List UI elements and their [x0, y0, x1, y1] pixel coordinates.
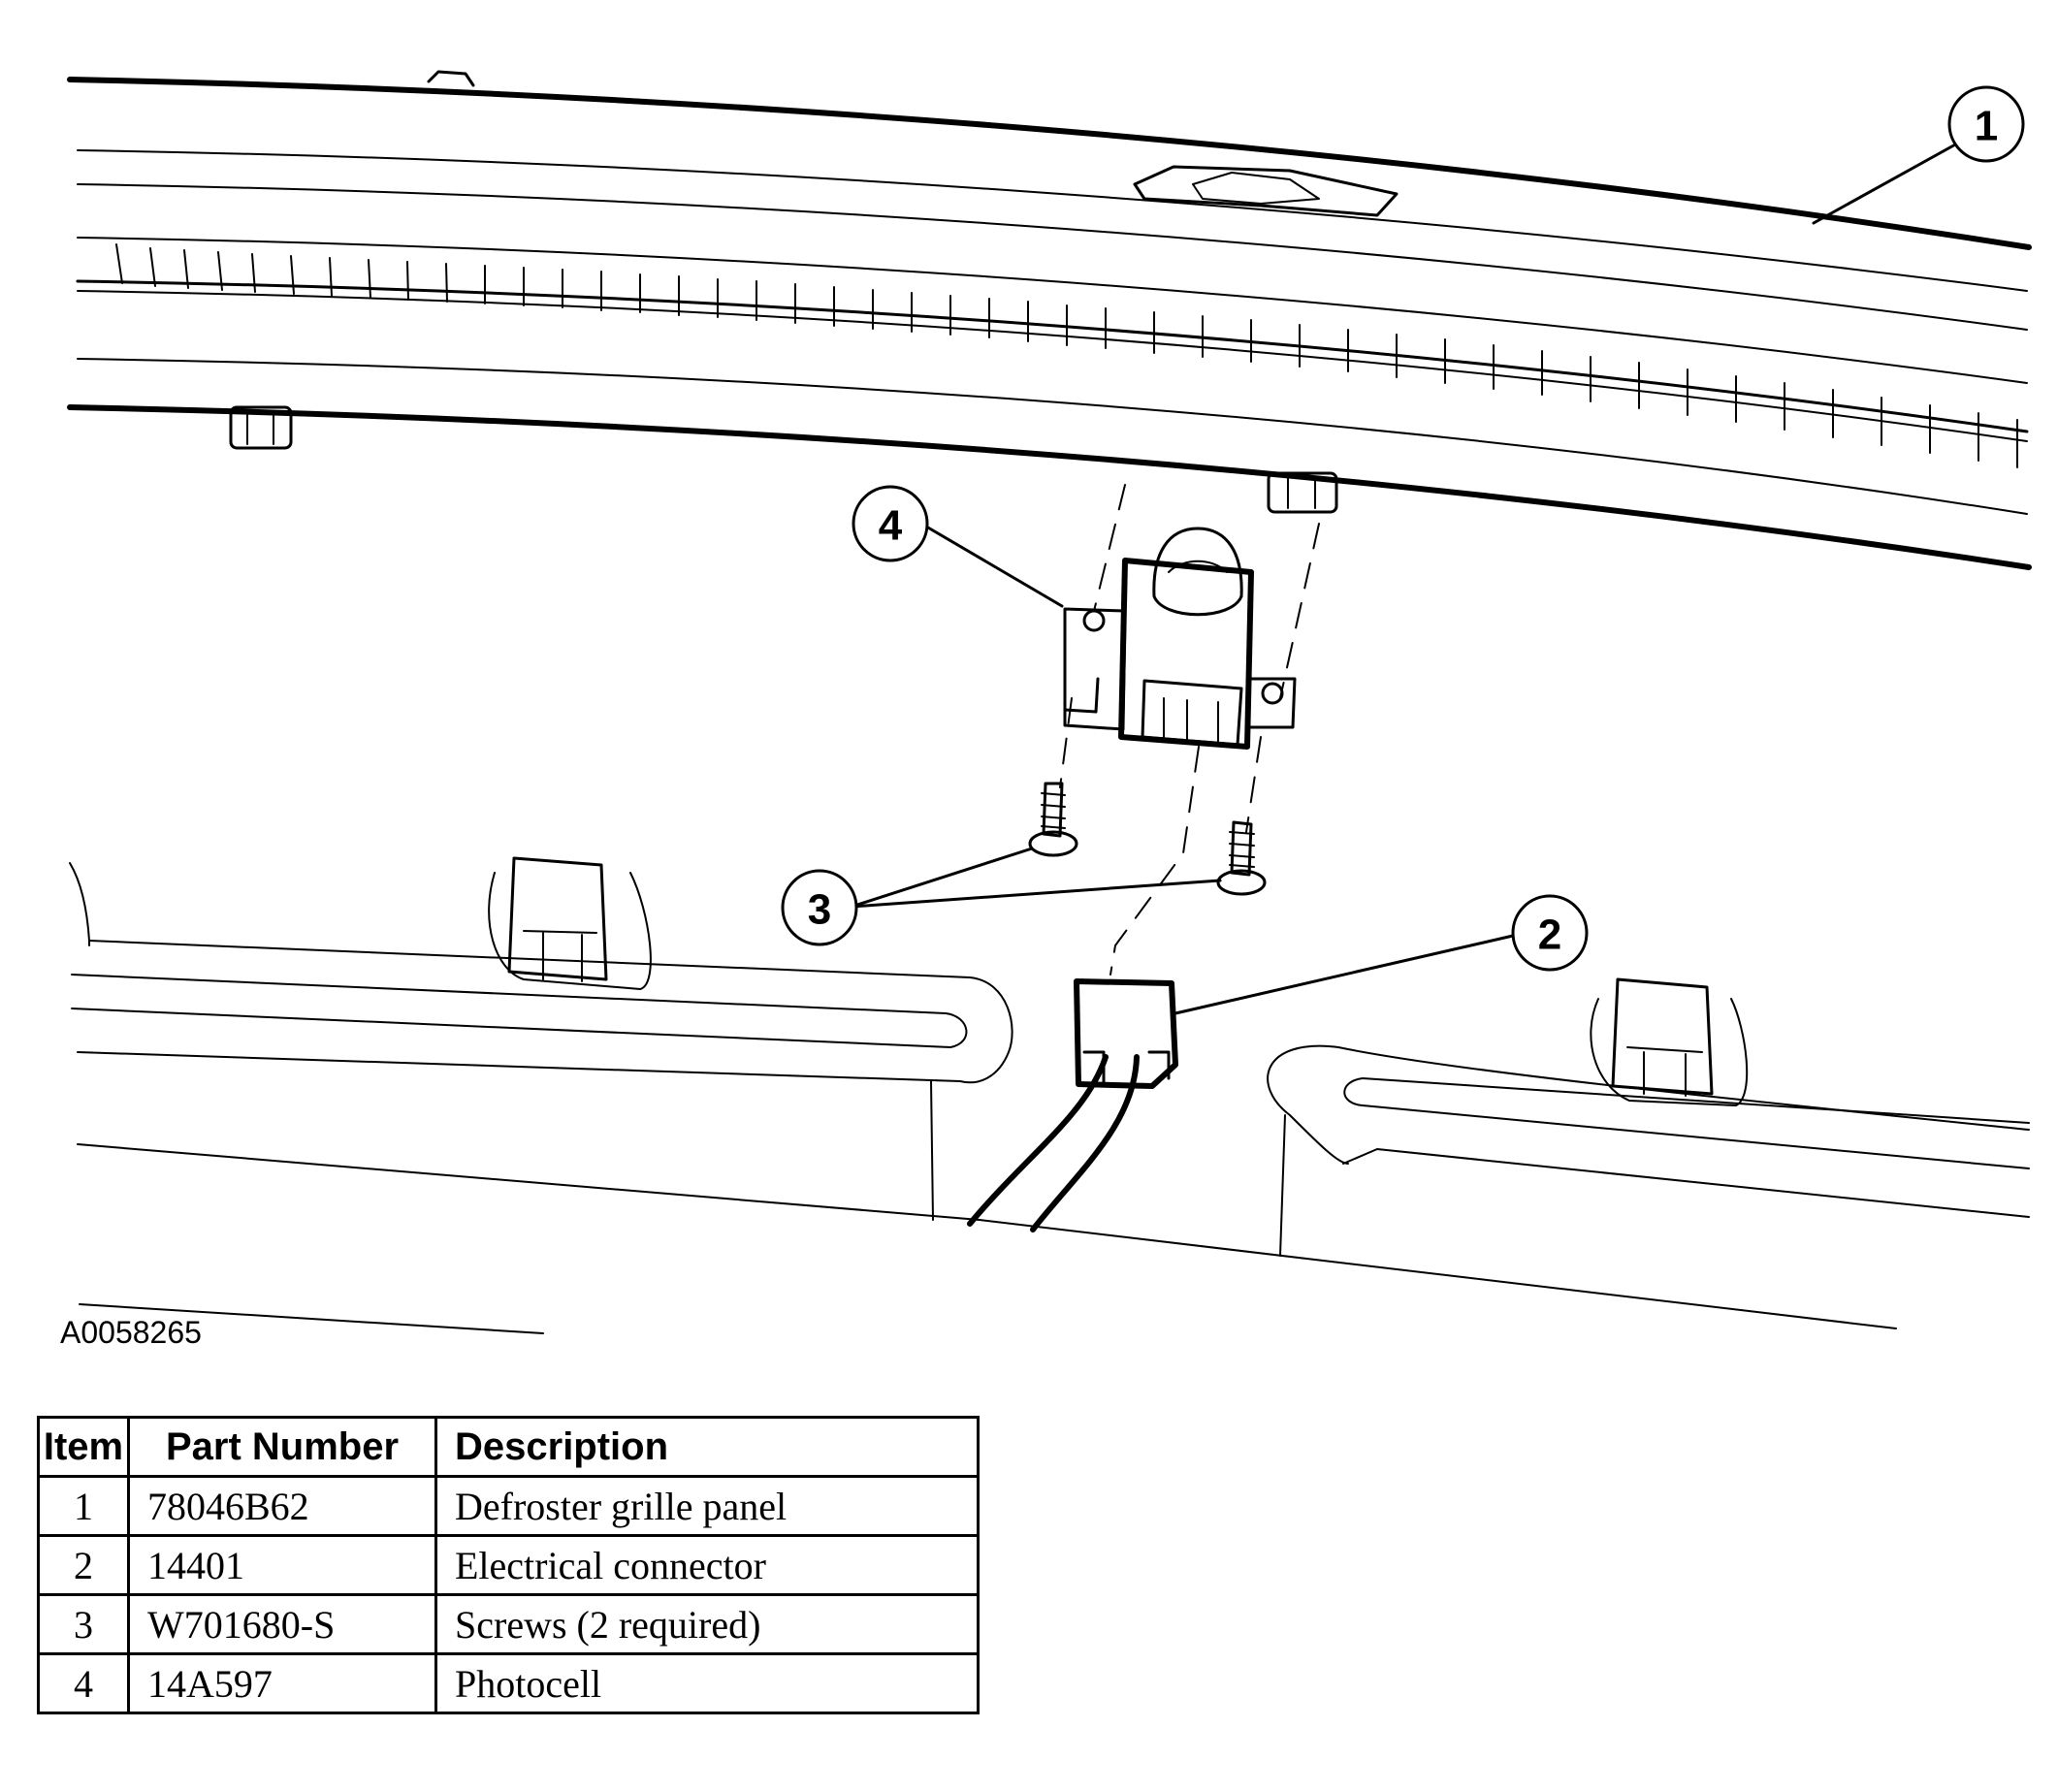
panel-clip-left: [229, 405, 293, 450]
panel-clip-right: [1267, 471, 1338, 514]
figure-id: A0058265: [60, 1315, 202, 1350]
row-item: 4: [37, 1652, 130, 1714]
grille-slats: [115, 243, 2018, 468]
header-description: Description: [434, 1416, 980, 1478]
row-item: 3: [37, 1593, 130, 1655]
photocell: [1063, 527, 1297, 750]
panel-top-tab: [427, 70, 475, 87]
defroster-grille-panel: [67, 70, 2032, 570]
row-item: 2: [37, 1534, 130, 1596]
row-part-number: W701680-S: [127, 1593, 437, 1655]
table-row: 1 78046B62 Defroster grille panel: [37, 1475, 980, 1537]
header-part-number: Part Number: [127, 1416, 437, 1478]
parts-table: Item Part Number Description 1 78046B62 …: [37, 1416, 980, 1714]
callout-3-label: 3: [808, 886, 831, 934]
alignment-lines: [1059, 484, 1320, 976]
panel-clip-lower-right: [1590, 977, 1749, 1106]
callout-2-label: 2: [1538, 912, 1561, 959]
callout-leaders: [850, 142, 1959, 1015]
callout-2: 2: [1511, 894, 1589, 972]
defroster-vent-opening: [1133, 165, 1399, 217]
table-row: 4 14A597 Photocell: [37, 1652, 980, 1714]
row-part-number: 78046B62: [127, 1475, 437, 1537]
row-description: Electrical connector: [434, 1534, 980, 1596]
callout-1: 1: [1947, 85, 2025, 163]
callout-3: 3: [781, 869, 858, 946]
electrical-connector: [967, 978, 1178, 1232]
table-row: 3 W701680-S Screws (2 required): [37, 1593, 980, 1655]
header-item: Item: [37, 1416, 130, 1478]
row-description: Photocell: [434, 1652, 980, 1714]
row-description: Defroster grille panel: [434, 1475, 980, 1537]
callout-4: 4: [852, 485, 929, 562]
row-item: 1: [37, 1475, 130, 1537]
callout-4-label: 4: [879, 502, 903, 550]
parts-table-header: Item Part Number Description: [37, 1416, 980, 1478]
row-description: Screws (2 required): [434, 1593, 980, 1655]
row-part-number: 14401: [127, 1534, 437, 1596]
instrument-panel-lower: [69, 856, 2030, 1334]
screw-left: [1028, 782, 1078, 857]
screw-right: [1216, 820, 1267, 896]
callout-1-label: 1: [1975, 103, 1998, 150]
panel-clip-lower-left: [488, 856, 652, 990]
table-row: 2 14401 Electrical connector: [37, 1534, 980, 1596]
row-part-number: 14A597: [127, 1652, 437, 1714]
